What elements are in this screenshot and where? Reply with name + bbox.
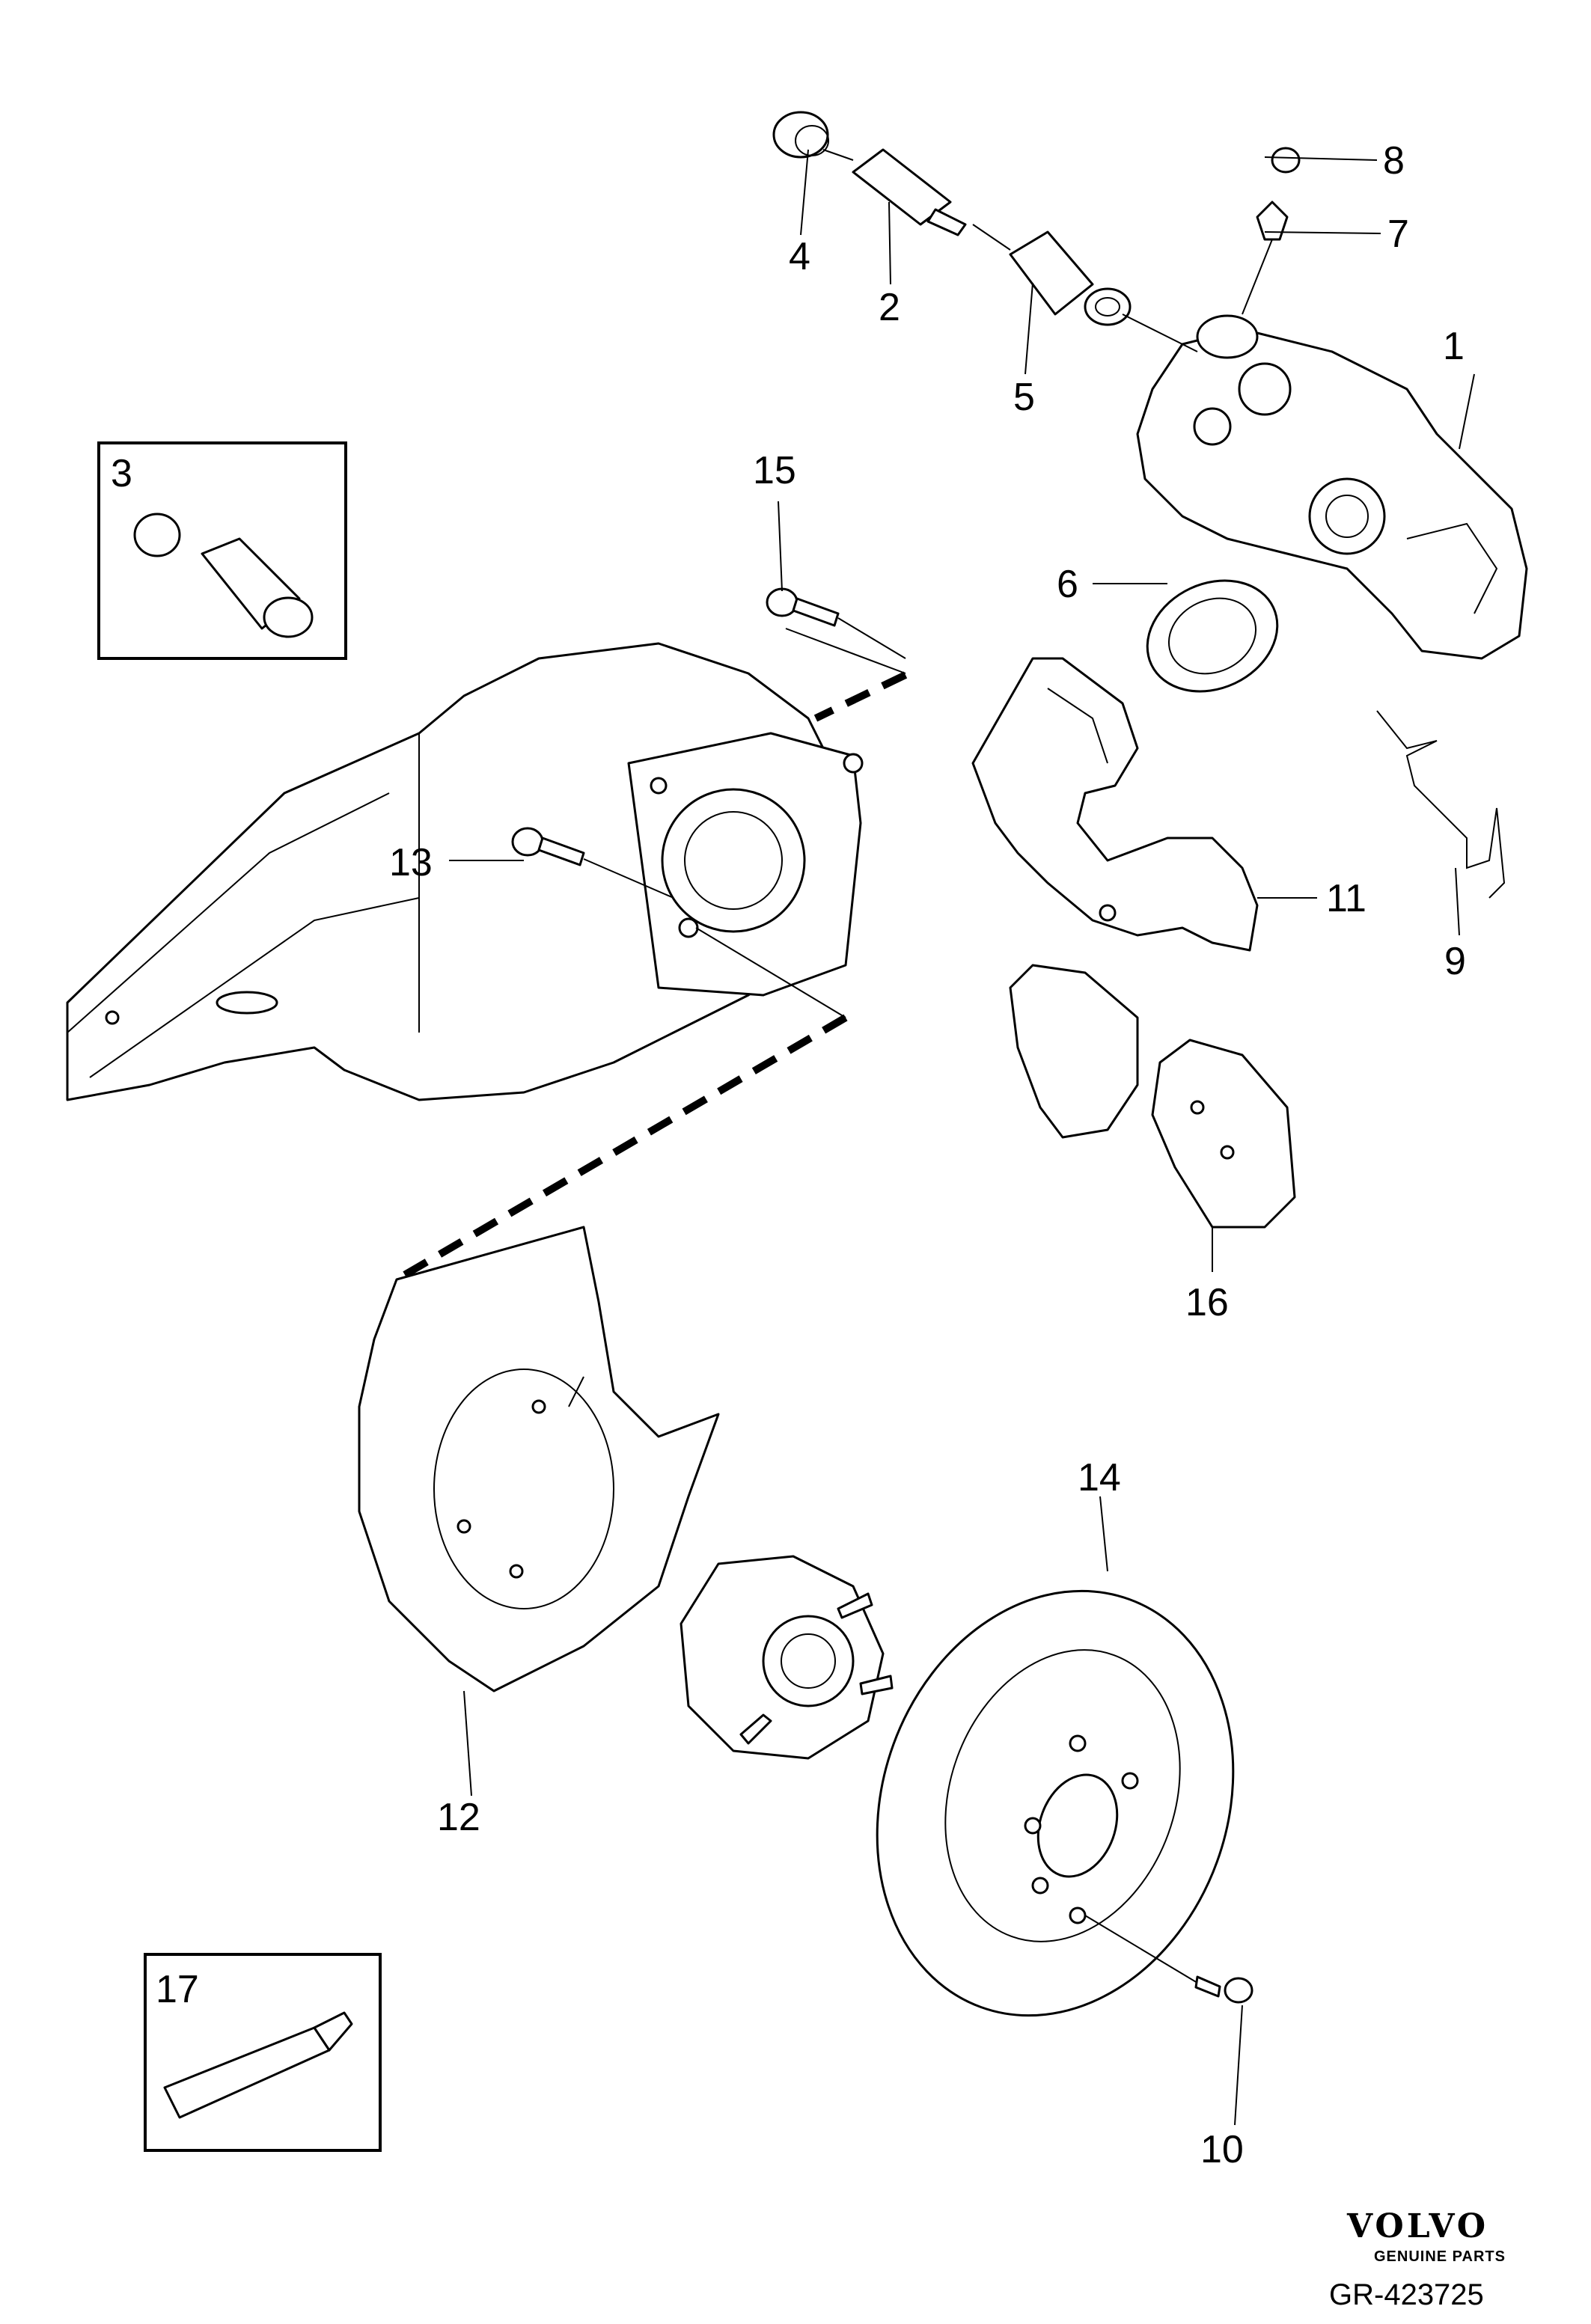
callout-4: 4: [789, 235, 810, 278]
dust-cap: [772, 111, 829, 159]
caliper-carrier: [971, 657, 1259, 952]
rear-axle-subframe: [66, 642, 864, 1101]
brake-disc: [876, 1589, 1235, 2017]
callout-7: 7: [1387, 212, 1409, 256]
genuine-parts-label: GENUINE PARTS: [1374, 2248, 1506, 2265]
callout-3: 3: [111, 452, 132, 495]
bleeder-valve: [1256, 201, 1289, 241]
callout-12: 12: [437, 1796, 480, 1839]
callout-1: 1: [1443, 325, 1465, 368]
guide-kit-inset: [97, 441, 347, 660]
brake-pads: [1009, 964, 1296, 1229]
wheel-hub: [680, 1555, 894, 1760]
guide-pin: [852, 148, 967, 236]
anti-rattle-spring: [1376, 710, 1506, 899]
bushing: [1009, 230, 1132, 326]
bolt-15: [766, 587, 840, 627]
alignment-line-lower: [394, 1014, 848, 1283]
bolt-13: [511, 827, 585, 866]
piston-seal: [1146, 579, 1279, 693]
grease-inset: [144, 1953, 382, 2152]
callout-9: 9: [1444, 940, 1466, 983]
callout-11: 11: [1326, 877, 1366, 920]
alignment-line-upper: [813, 671, 908, 722]
callout-16: 16: [1185, 1281, 1229, 1324]
volvo-logo: VOLVO: [1346, 2207, 1488, 2245]
callout-15: 15: [753, 449, 796, 492]
bleeder-cap: [1271, 147, 1301, 174]
diagram-reference-code: GR-423725: [1329, 2278, 1484, 2311]
callout-2: 2: [879, 286, 900, 329]
callout-13: 13: [389, 841, 433, 884]
callout-14: 14: [1078, 1456, 1121, 1499]
dust-shield: [358, 1226, 720, 1692]
callout-6: 6: [1057, 563, 1078, 606]
brake-caliper: [1136, 314, 1528, 660]
callout-10: 10: [1200, 2128, 1244, 2171]
callout-8: 8: [1383, 139, 1405, 183]
callout-17: 17: [156, 1968, 199, 2011]
callout-5: 5: [1013, 376, 1035, 419]
disc-screw: [1194, 1975, 1253, 2004]
